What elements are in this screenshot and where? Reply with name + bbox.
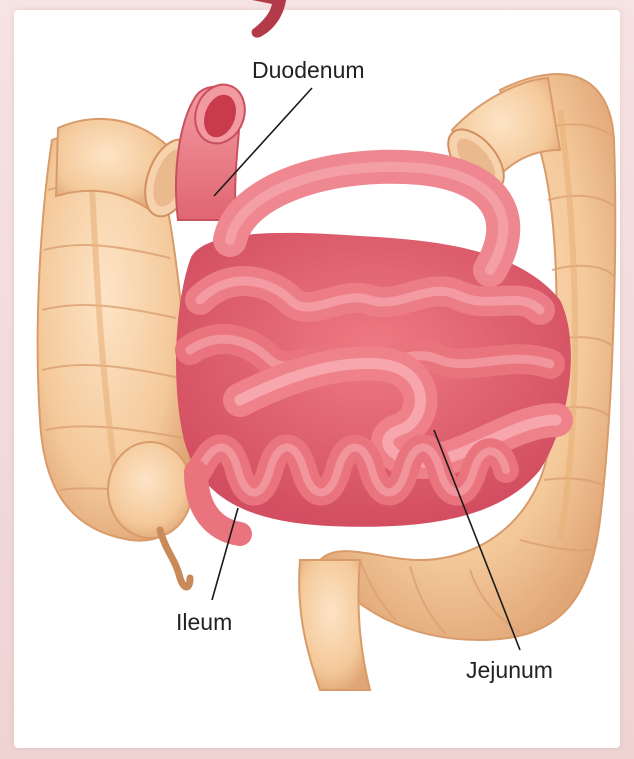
label-ileum: Ileum [176,609,232,635]
label-duodenum: Duodenum [252,57,365,83]
label-jejunum: Jejunum [466,657,553,683]
header-fragment-shape [252,0,286,38]
